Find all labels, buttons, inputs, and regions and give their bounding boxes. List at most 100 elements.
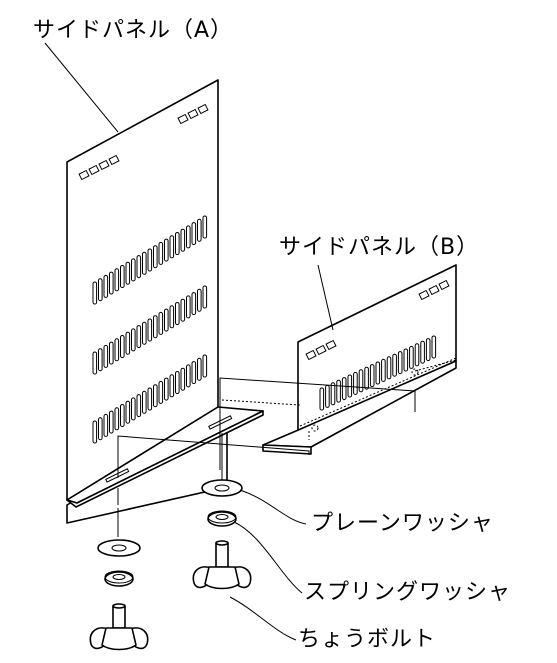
vent-slot	[109, 271, 114, 295]
vent-slot	[358, 369, 364, 393]
leader-lines	[44, 42, 334, 641]
vent-slot	[347, 374, 353, 398]
vent-slot	[158, 311, 164, 335]
vent-slot	[125, 331, 131, 355]
vent-slot	[381, 358, 386, 382]
vent-slot	[364, 366, 369, 390]
vent-slot	[336, 379, 341, 403]
vent-slot	[92, 281, 98, 305]
side-panel-a-label: サイドパネル（A）	[33, 18, 234, 43]
right-fastener-stack	[192, 479, 252, 590]
vent-slot	[330, 382, 336, 406]
vent-slot	[375, 361, 381, 385]
vent-slot	[114, 268, 120, 292]
vent-slot	[147, 318, 153, 342]
plain-washer-label: プレーンワッシャ	[311, 511, 494, 536]
vent-slot	[147, 248, 153, 272]
vent-slot	[197, 218, 202, 242]
vent-slot	[164, 308, 169, 332]
vent-slot	[153, 384, 158, 408]
vent-slot	[425, 338, 431, 362]
leader-plain-washer	[239, 489, 307, 525]
panel-a-holes-right	[177, 103, 209, 125]
vent-slot	[169, 305, 175, 329]
vent-slot	[169, 235, 175, 259]
vent-slot	[175, 232, 180, 255]
vent-slot	[142, 251, 147, 275]
vent-slot	[136, 394, 142, 418]
side-panel-b	[262, 264, 457, 455]
vent-slot	[191, 292, 197, 316]
vent-slot	[180, 298, 186, 322]
panel-b-vent-slots	[319, 335, 437, 411]
vent-slot	[191, 222, 197, 246]
panel-b-holes	[305, 279, 450, 361]
right-plain-washer	[201, 479, 243, 497]
vent-slot	[420, 340, 425, 364]
leader-side-panel-b	[317, 264, 334, 331]
vent-slot	[341, 377, 347, 401]
vent-slot	[431, 335, 437, 359]
vent-slot	[180, 228, 186, 252]
spring-washer-label: スプリングワッシャ	[304, 580, 512, 605]
panel-a-holes-left	[78, 154, 120, 181]
vent-slot	[319, 387, 325, 411]
vent-slot	[103, 344, 109, 368]
vent-slot	[414, 343, 420, 367]
vent-slot	[158, 380, 164, 404]
vent-slot	[186, 295, 191, 319]
vent-slot	[131, 397, 136, 421]
vent-slot	[353, 371, 358, 395]
vent-slot	[180, 367, 186, 391]
vent-slot	[136, 325, 142, 349]
vent-slot	[98, 348, 103, 372]
vent-slot	[197, 288, 202, 312]
vent-slot	[386, 356, 392, 380]
vent-slot	[369, 364, 375, 388]
vent-slot	[158, 241, 164, 265]
side-panel-b-label: サイドパネル（B）	[279, 235, 480, 260]
right-wing-bolt	[192, 540, 252, 590]
vent-slot	[403, 348, 409, 372]
panel-a-vent-slots	[92, 215, 208, 444]
vent-slot	[153, 245, 158, 269]
leader-side-panel-a	[44, 42, 119, 133]
side-panel-a	[66, 79, 264, 524]
vent-slot	[202, 354, 208, 378]
vent-slot	[114, 338, 120, 362]
vent-slot	[109, 341, 114, 365]
vent-slot	[175, 371, 180, 394]
vent-slot	[109, 410, 114, 434]
vent-slot	[169, 374, 175, 398]
vent-slot	[103, 274, 109, 298]
vent-slot	[136, 255, 142, 279]
vent-slot	[153, 315, 158, 339]
vent-slot	[131, 258, 136, 282]
vent-slot	[397, 351, 403, 375]
vent-slot	[186, 225, 191, 249]
vent-slot	[186, 364, 191, 388]
left-fastener-stack	[89, 539, 149, 651]
vent-slot	[125, 261, 131, 285]
vent-slot	[120, 265, 125, 288]
leader-wing-bolt	[229, 596, 297, 641]
vent-slot	[92, 351, 98, 375]
vent-slot	[147, 387, 153, 411]
vent-slot	[131, 328, 136, 352]
vent-slot	[175, 302, 180, 325]
panel-a-foot-edge	[66, 410, 264, 508]
vent-slot	[164, 238, 169, 262]
vent-slot	[142, 321, 147, 345]
wing-bolt-label: ちょうボルト	[298, 627, 437, 652]
leader-spring-washer	[233, 521, 303, 594]
vent-slot	[202, 285, 208, 309]
assembly-guide-lines	[117, 377, 416, 537]
vent-slot	[142, 390, 147, 414]
vent-slot	[191, 361, 197, 385]
vent-slot	[98, 278, 103, 302]
vent-slot	[197, 357, 202, 381]
vent-slot	[202, 215, 208, 239]
vent-slot	[125, 400, 131, 424]
